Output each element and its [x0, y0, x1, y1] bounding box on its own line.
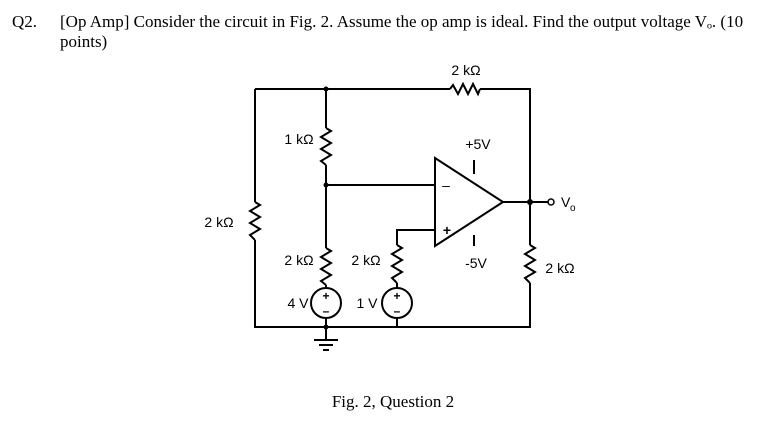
op-amp-inverting-sign: –: [442, 177, 450, 193]
source-left-plus: +: [322, 289, 329, 303]
source-left-minus: –: [323, 304, 330, 318]
label-r-feedback: 2 kΩ: [451, 62, 480, 78]
label-output-voltage: V: [561, 194, 571, 210]
label-r-load: 2 kΩ: [545, 260, 574, 276]
output-terminal-icon: [547, 198, 555, 206]
resistor-mid-right-symbol: [390, 244, 404, 284]
label-supply-negative: -5V: [465, 255, 487, 271]
label-output-subscript: o: [570, 203, 576, 214]
question-number: Q2.: [12, 12, 38, 31]
junctions: [323, 86, 533, 330]
resistor-left-symbol: [248, 201, 262, 241]
source-right-minus: –: [394, 304, 401, 318]
label-r-top: 1 kΩ: [284, 131, 313, 147]
source-right-plus: +: [393, 289, 400, 303]
label-source-right: 1 V: [356, 295, 378, 311]
resistor-feedback-symbol: [449, 81, 481, 97]
figure-caption: Fig. 2, Question 2: [332, 392, 454, 411]
label-supply-positive: +5V: [465, 136, 491, 152]
label-source-left: 4 V: [287, 295, 309, 311]
resistor-mid-left-symbol: [319, 247, 333, 286]
question-text: [Op Amp] Consider the circuit in Fig. 2.…: [60, 12, 744, 51]
op-amp-triangle: [434, 156, 505, 248]
wires: [254, 88, 548, 340]
resistor-top-symbol: [319, 127, 333, 166]
label-r-mid-right: 2 kΩ: [351, 252, 380, 268]
voltage-source-left-symbol: [310, 287, 342, 319]
ground-icon: [314, 339, 338, 351]
resistor-load-symbol: [523, 244, 537, 284]
op-amp-noninverting-sign: +: [443, 222, 451, 238]
label-r-mid-left: 2 kΩ: [284, 252, 313, 268]
label-r-left: 2 kΩ: [204, 214, 233, 230]
voltage-source-right-symbol: [381, 287, 413, 319]
